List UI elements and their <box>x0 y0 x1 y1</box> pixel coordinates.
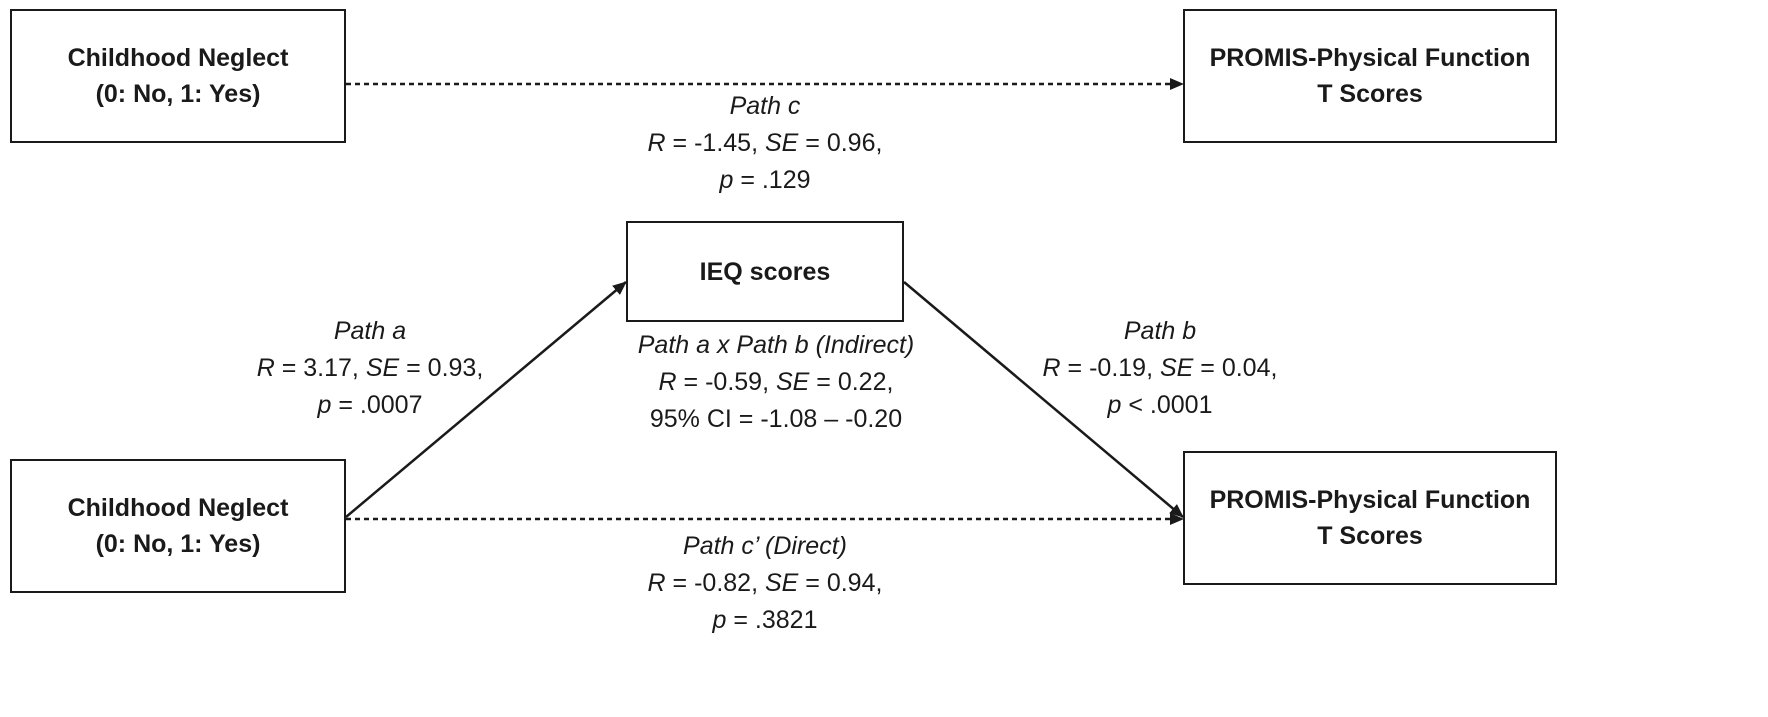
childhood-neglect-box-top: Childhood Neglect (0: No, 1: Yes) <box>10 9 346 143</box>
path-a-label: Path a R = 3.17, SE = 0.93, p = .0007 <box>257 313 484 424</box>
box-label: Childhood Neglect <box>67 494 289 522</box>
promis-box-top: PROMIS-Physical Function T Scores <box>1183 9 1557 143</box>
path-name: Path a <box>333 317 407 345</box>
indirect-path-label: Path a x Path b (Indirect) R = -0.59, SE… <box>638 327 915 438</box>
box-label: T Scores <box>1317 522 1423 550</box>
path-name: Path c’ (Direct) <box>683 532 847 560</box>
path-name: Path c <box>729 92 801 120</box>
confidence-interval: 95% CI = -1.08 – -0.20 <box>649 405 903 433</box>
box-label: PROMIS-Physical Function <box>1209 486 1531 514</box>
box-label: Childhood Neglect <box>67 44 289 72</box>
box-label: IEQ scores <box>699 257 831 286</box>
path-b-arrow <box>903 281 1184 518</box>
path-name: Path b <box>1123 317 1197 345</box>
path-c-label: Path c R = -1.45, SE = 0.96, p = .129 <box>648 88 883 199</box>
childhood-neglect-box-bottom: Childhood Neglect (0: No, 1: Yes) <box>10 459 346 593</box>
ieq-scores-box: IEQ scores <box>626 221 904 322</box>
box-label: (0: No, 1: Yes) <box>95 530 261 558</box>
path-b-label: Path b R = -0.19, SE = 0.04, p < .0001 <box>1043 313 1278 424</box>
promis-box-bottom: PROMIS-Physical Function T Scores <box>1183 451 1557 585</box>
path-a-arrow <box>345 281 627 518</box>
path-c-prime-label: Path c’ (Direct) R = -0.82, SE = 0.94, p… <box>648 528 883 639</box>
box-label: PROMIS-Physical Function <box>1209 44 1531 72</box>
box-label: (0: No, 1: Yes) <box>95 80 261 108</box>
box-label: T Scores <box>1317 80 1423 108</box>
path-name: Path a x Path b (Indirect) <box>637 331 915 359</box>
